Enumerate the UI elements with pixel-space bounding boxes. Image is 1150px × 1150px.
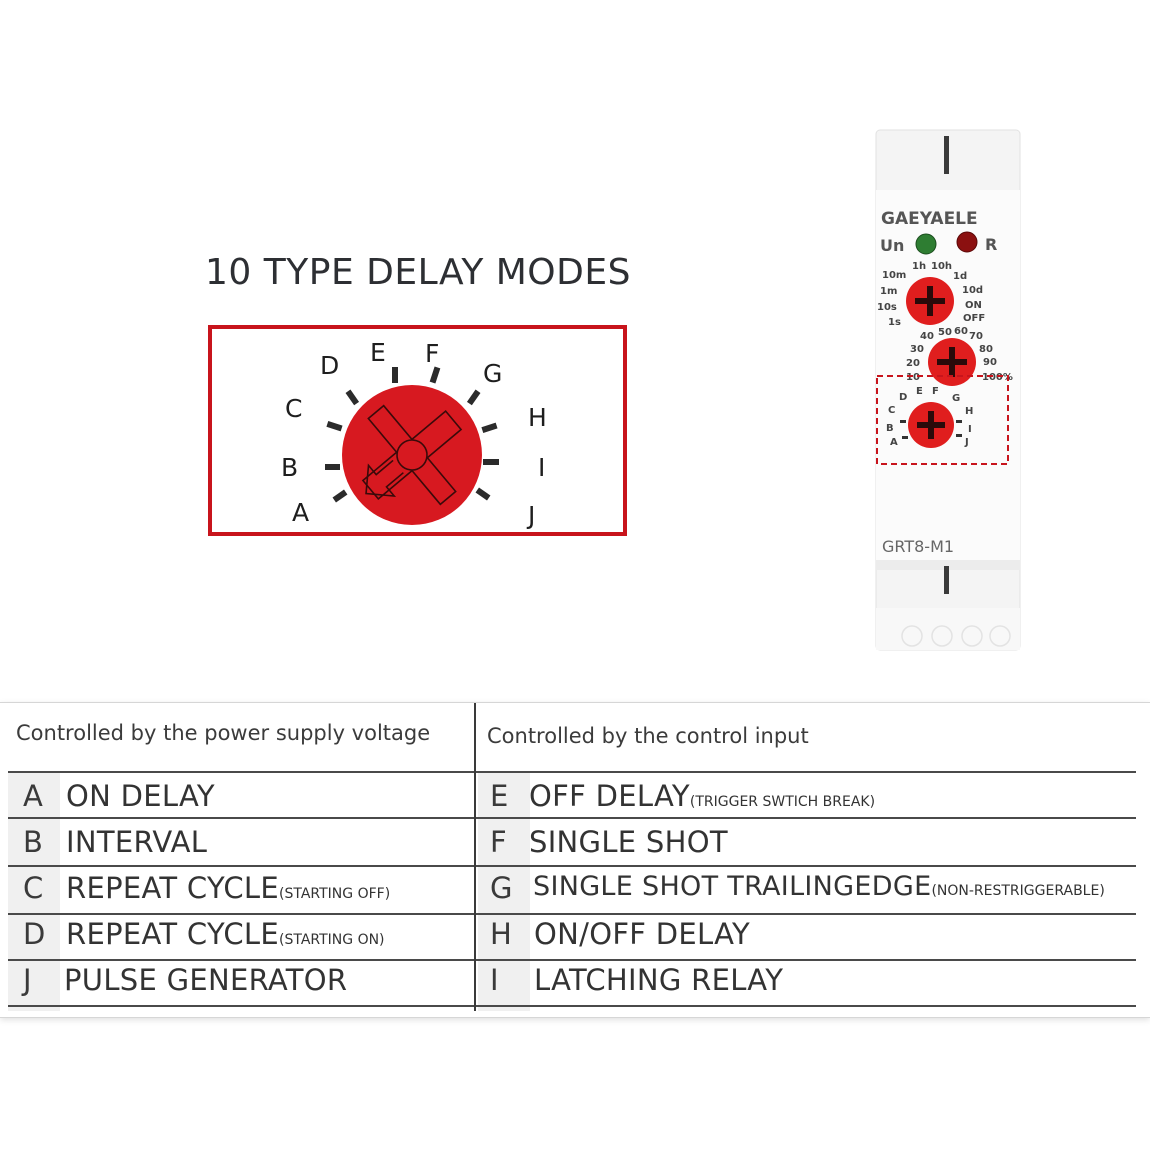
mode-letter: B	[23, 825, 43, 859]
mode-label-i: I	[968, 424, 972, 435]
dial-label-b: B	[281, 453, 298, 482]
mode-name: SINGLE SHOT TRAILINGEDGE(NON-RESTRIGGERA…	[533, 871, 1105, 902]
pct-label-50: 50	[938, 327, 952, 338]
dial-label-h: H	[528, 403, 547, 432]
mode-name: LATCHING RELAY	[534, 963, 784, 997]
mode-name: REPEAT CYCLE(STARTING OFF)	[66, 871, 391, 905]
mode-label-b: B	[886, 423, 894, 434]
pct-label-40: 40	[920, 331, 934, 342]
pct-label-100: 100%	[982, 372, 1013, 383]
page-title: 10 TYPE DELAY MODES	[205, 252, 631, 293]
mode-name: PULSE GENERATOR	[64, 963, 348, 997]
dial-label-d: D	[320, 351, 339, 380]
mode-name: ON/OFF DELAY	[534, 917, 751, 951]
mode-name: SINGLE SHOT	[529, 825, 728, 859]
row-divider	[476, 959, 1136, 961]
led-label-r: R	[985, 235, 997, 254]
mode-letter: D	[23, 917, 46, 951]
range-label-off: OFF	[963, 313, 985, 324]
pct-label-20: 20	[906, 358, 920, 369]
mode-label-e: E	[916, 386, 923, 397]
mode-name: INTERVAL	[66, 825, 208, 859]
mode-name: ON DELAY	[66, 779, 215, 813]
row-divider	[8, 817, 474, 819]
mode-label-g: G	[952, 393, 960, 404]
mode-label-d: D	[899, 392, 907, 403]
column-divider	[474, 703, 476, 1011]
mode-label-h: H	[965, 406, 973, 417]
range-label-on: ON	[965, 300, 982, 311]
row-divider	[476, 817, 1136, 819]
right-column-header: Controlled by the control input	[487, 724, 809, 748]
mode-label-f: F	[932, 386, 939, 397]
dial-label-a: A	[292, 498, 309, 527]
range-label-1s: 1s	[888, 317, 901, 328]
range-label-1d: 1d	[953, 271, 967, 282]
mode-label-j: J	[964, 437, 969, 448]
pct-label-60: 60	[954, 326, 968, 337]
range-label-1m: 1m	[880, 286, 897, 297]
dial-knob	[342, 385, 482, 525]
pct-label-90: 90	[983, 357, 997, 368]
range-label-1h: 1h	[912, 261, 926, 272]
row-divider	[8, 771, 474, 773]
led-label-un: Un	[880, 236, 904, 255]
row-divider	[8, 959, 474, 961]
row-divider	[476, 771, 1136, 773]
mode-knob-highlight	[876, 375, 1009, 465]
brand-label: GAEYAELE	[881, 209, 978, 229]
mode-letter: C	[23, 871, 44, 905]
dial-label-i: I	[538, 453, 545, 482]
row-divider	[476, 865, 1136, 867]
mode-name: REPEAT CYCLE(STARTING ON)	[66, 917, 385, 951]
mode-dial-graphic: A B C D E F G H I J	[281, 338, 547, 530]
range-label-10h: 10h	[931, 261, 952, 272]
mode-letter: E	[490, 779, 509, 813]
right-letter-band	[478, 772, 530, 1011]
mode-letter: J	[23, 963, 32, 997]
pct-label-70: 70	[969, 331, 983, 342]
dial-label-c: C	[285, 394, 302, 423]
dial-ticks	[325, 366, 499, 503]
row-divider	[8, 1005, 474, 1007]
dial-label-j: J	[526, 501, 535, 530]
dial-label-e: E	[370, 338, 386, 367]
row-divider	[476, 1005, 1136, 1007]
range-label-10d: 10d	[962, 285, 983, 296]
mode-letter: G	[490, 871, 513, 905]
left-column-header: Controlled by the power supply voltage	[16, 721, 431, 745]
mode-label-c: C	[888, 405, 895, 416]
range-label-10s: 10s	[877, 302, 897, 313]
relay-led	[956, 231, 978, 253]
row-divider	[476, 913, 1136, 915]
left-letter-band	[8, 772, 60, 1011]
mode-letter: H	[490, 917, 512, 951]
relay-device: GAEYAELE Un R 1h 10h 10m 1d 1m 10d 10s O…	[872, 128, 1024, 658]
dial-diagram: A B C D E F G H I J	[208, 325, 627, 536]
mode-name: OFF DELAY(TRIGGER SWTICH BREAK)	[529, 779, 876, 813]
pct-label-10: 10	[906, 372, 920, 383]
mode-letter: F	[490, 825, 507, 859]
dial-label-f: F	[425, 339, 439, 368]
mode-label-a: A	[890, 437, 898, 448]
model-label: GRT8-M1	[882, 537, 954, 556]
pct-label-80: 80	[979, 344, 993, 355]
pct-label-30: 30	[910, 344, 924, 355]
mode-letter: I	[490, 963, 499, 997]
range-label-10m: 10m	[882, 270, 906, 281]
mode-letter: A	[23, 779, 43, 813]
mode-table: Controlled by the power supply voltage C…	[0, 702, 1150, 1018]
dial-label-g: G	[483, 359, 502, 388]
row-divider	[8, 865, 474, 867]
row-divider	[8, 913, 474, 915]
power-led	[915, 233, 937, 255]
